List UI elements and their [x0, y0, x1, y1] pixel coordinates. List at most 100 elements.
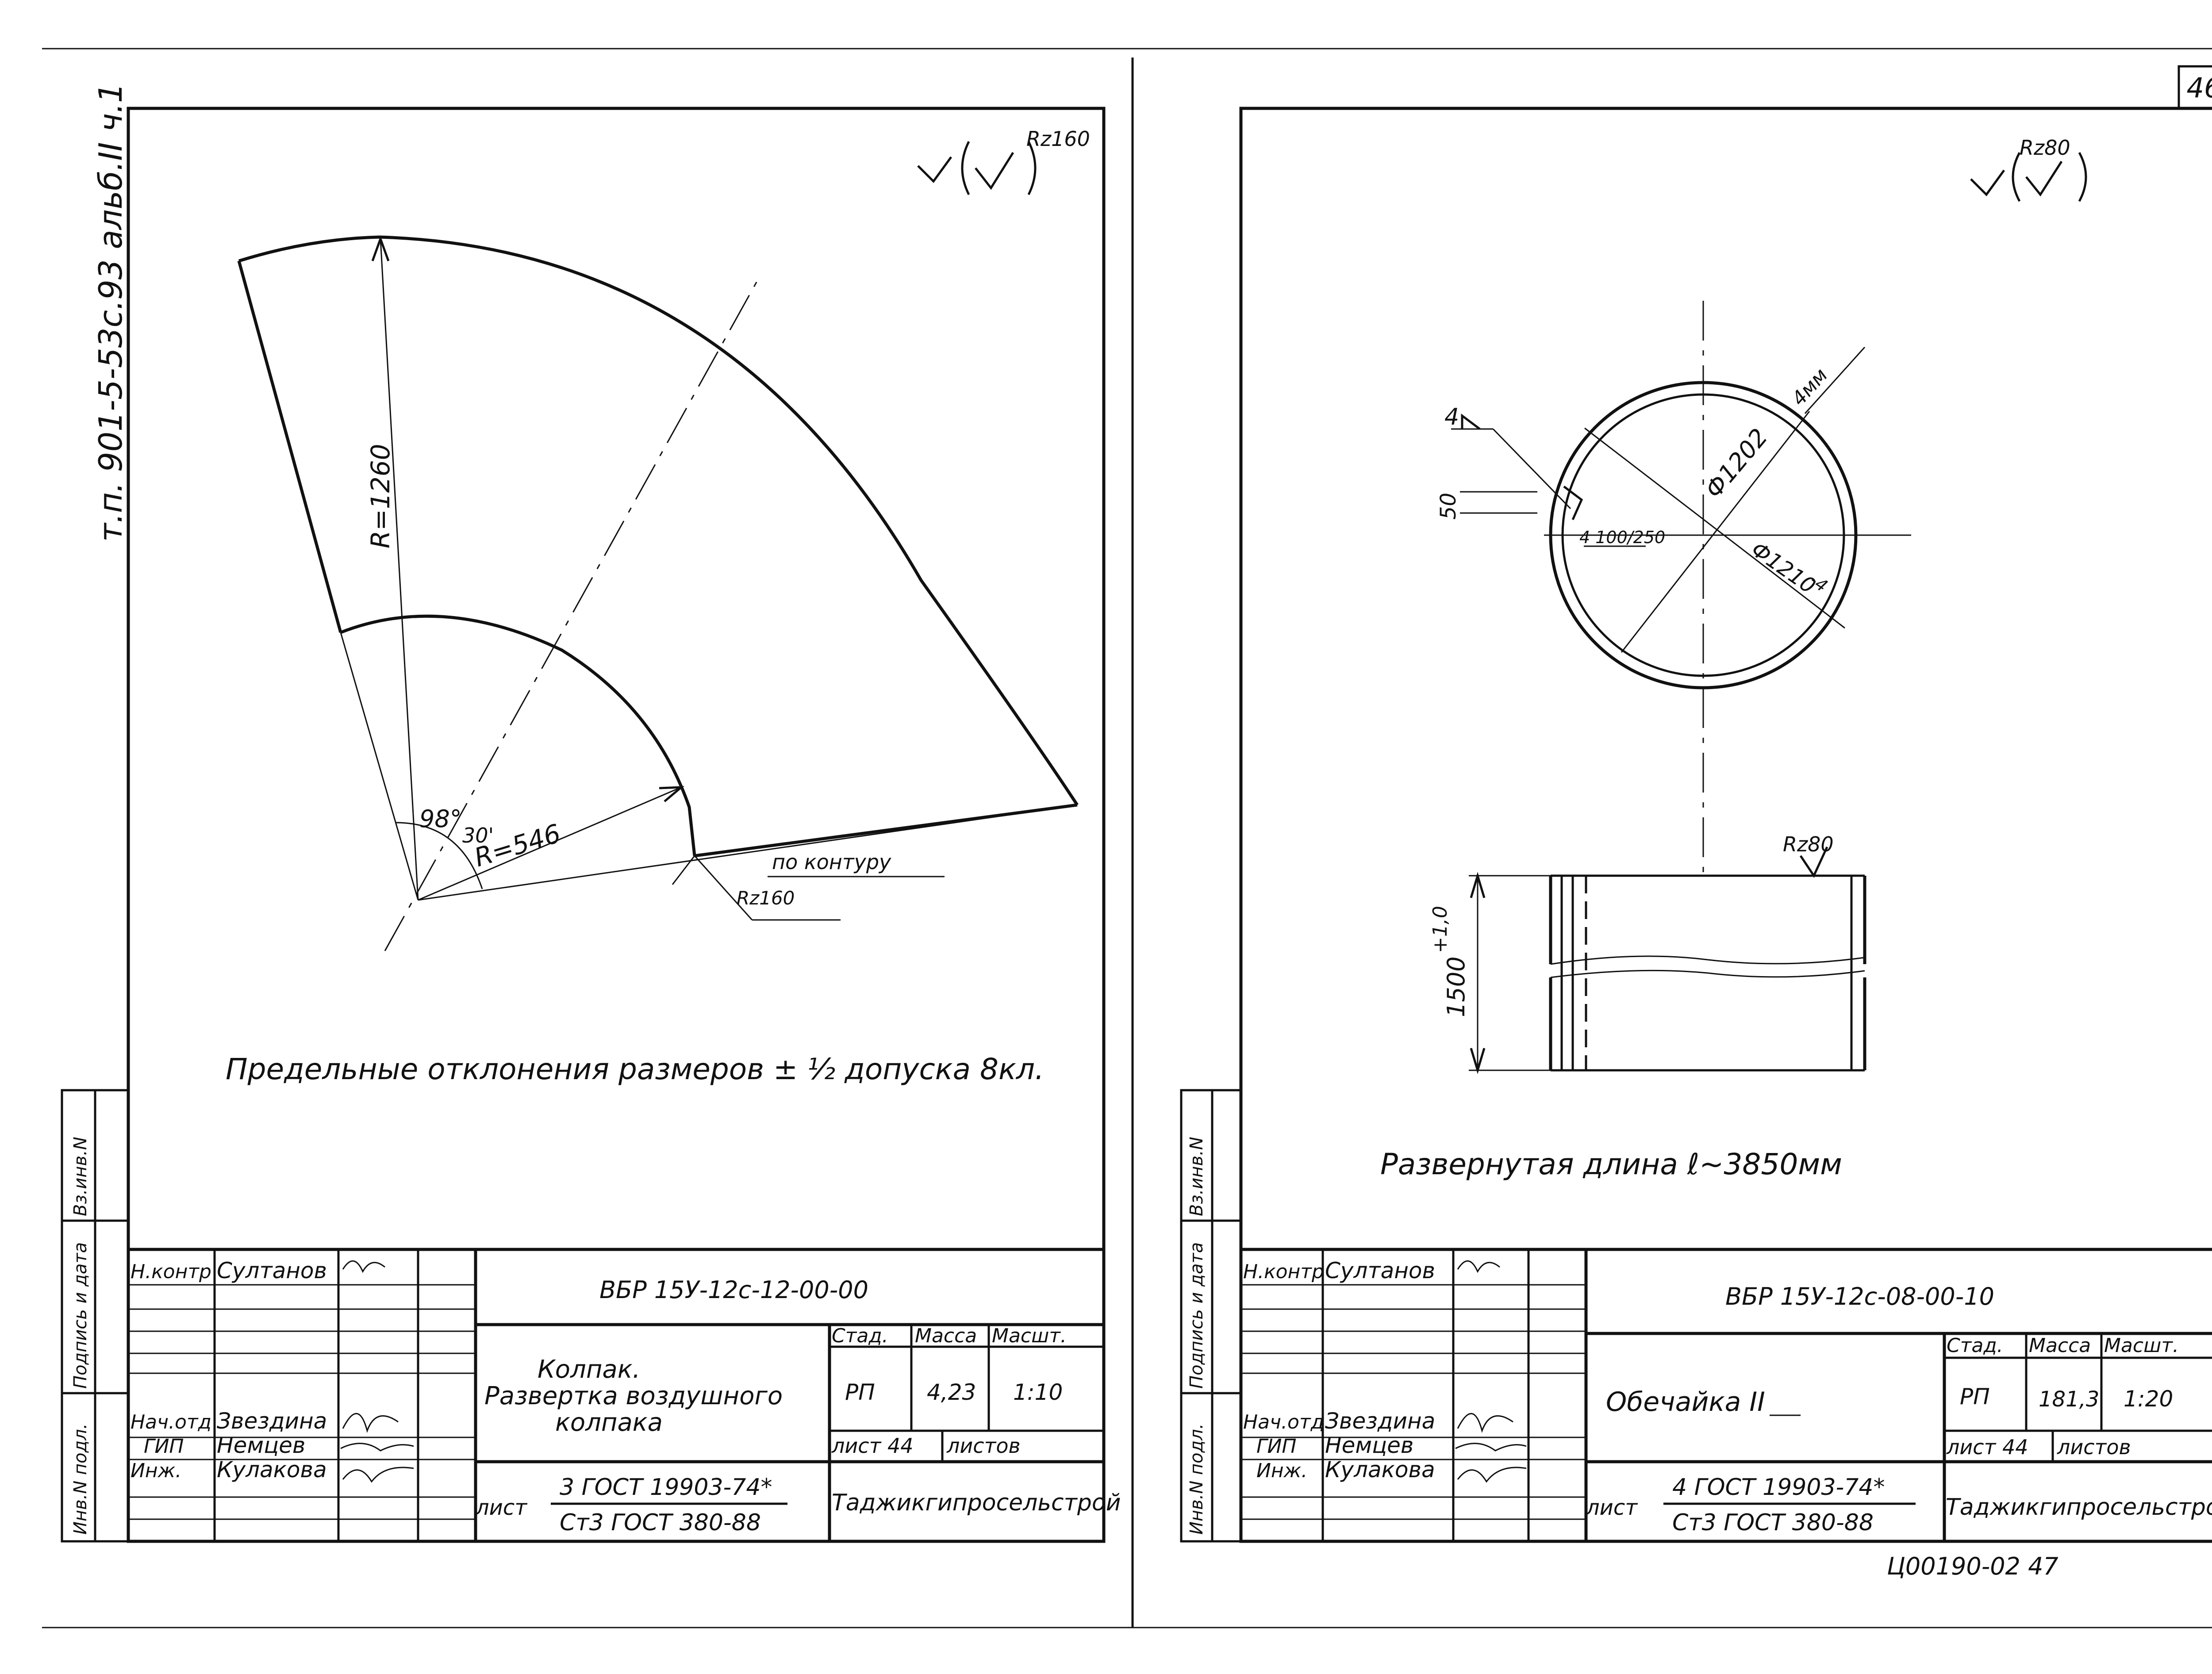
side-roughness: Rz80: [1783, 832, 1834, 856]
r-signature-0: [1457, 1260, 1500, 1273]
left-organization: Таджикгипросельстрой: [832, 1490, 1121, 1516]
side-label-vz: Вз.инв.N: [70, 1137, 91, 1216]
right-sheet-label: лист 44: [1946, 1435, 2028, 1459]
radius-1260-line: [380, 238, 419, 900]
angle-arc: [396, 822, 483, 889]
left-side-stamp: Инв.N подл. Подпись и дата Вз.инв.N: [61, 1089, 130, 1543]
right-role-1: Нач.отд: [1243, 1411, 1324, 1433]
page-number: 46: [2187, 72, 2212, 104]
edge-roughness: Rz160: [737, 887, 795, 909]
dim-inner-diameter: Ф1202: [1700, 423, 1773, 503]
left-scale: 1:10: [1013, 1379, 1063, 1405]
left-role-2: ГИП: [144, 1435, 184, 1458]
left-mass-header: Масса: [915, 1325, 977, 1347]
dim-thickness: 4мм: [1787, 364, 1832, 410]
r-side-label-inv: Инв.N подл.: [1187, 1423, 1207, 1535]
left-role-1: Нач.отд: [131, 1411, 211, 1433]
right-side-stamp: Инв.N подл. Подпись и дата Вз.инв.N: [1180, 1089, 1242, 1543]
edge-note: по контуру: [772, 850, 891, 874]
break-line-top: [1550, 955, 1865, 965]
signature-2: [340, 1443, 414, 1452]
axis-line: [384, 274, 762, 951]
diameter-line-1: [1584, 427, 1845, 629]
left-name-line3: колпака: [555, 1408, 663, 1437]
left-note: Предельные отклонения размеров ± ½ допус…: [226, 1052, 1044, 1086]
left-sheet-label: лист 44: [831, 1434, 914, 1458]
right-roughness-mark: Rz80: [1970, 136, 2087, 202]
weld-symbol: 4: [1444, 404, 1459, 430]
right-note: Развернутая длина ℓ~3850мм: [1380, 1147, 1842, 1181]
right-role-2: ГИП: [1256, 1435, 1297, 1458]
left-scale-header: Масшт.: [992, 1325, 1067, 1347]
left-sheets-label: листов: [946, 1434, 1021, 1458]
left-stage: РП: [845, 1379, 875, 1405]
inner-arc: [340, 614, 696, 856]
right-scale-header: Масшт.: [2104, 1334, 2179, 1357]
left-title-block: ВБР 15У-12с-12-00-00 Колпак. Развертка в…: [128, 1248, 1121, 1541]
left-material-line1: 3 ГОСТ 19903-74*: [560, 1474, 772, 1501]
dim-outer-diameter: Ф1210: [1747, 537, 1820, 599]
r-signature-2: [1455, 1443, 1527, 1452]
right-role-0: Н.контр: [1243, 1260, 1324, 1283]
left-name-0: Султанов: [217, 1258, 327, 1283]
right-edge: [694, 803, 1078, 858]
right-name-2: Немцев: [1325, 1433, 1413, 1458]
dim-gap: 50: [1436, 493, 1461, 520]
right-material-line2: Ст3 ГОСТ 380-88: [1672, 1509, 1874, 1536]
shell-side-view: [1469, 846, 1866, 1074]
r-signature-3: [1457, 1467, 1527, 1483]
r-signature-1: [1457, 1413, 1513, 1433]
right-material-prefix: лист: [1586, 1495, 1638, 1520]
right-material-line1: 4 ГОСТ 19903-74*: [1672, 1474, 1885, 1501]
left-doc-code: ВБР 15У-12с-12-00-00: [599, 1276, 868, 1304]
dim-angle: 98°: [419, 805, 462, 833]
left-mass: 4,23: [927, 1379, 976, 1405]
right-frame: [1239, 107, 2212, 1543]
dim-height-tolerance: +1,0: [1429, 906, 1452, 953]
left-material-line2: Ст3 ГОСТ 380-88: [560, 1509, 761, 1536]
right-name-1: Звездина: [1325, 1408, 1435, 1434]
right-sheets-label: листов: [2057, 1435, 2131, 1459]
radius-546-line: [418, 786, 682, 901]
r-side-label-vz: Вз.инв.N: [1187, 1137, 1207, 1216]
vertical-note: т.п. 901-5-53с.93 альб.II ч.1: [92, 83, 129, 542]
left-sheet: Инв.N подл. Подпись и дата Вз.инв.N Rz16…: [61, 107, 1121, 1543]
dim-outer-radius: R=1260: [365, 444, 396, 548]
right-name-0: Султанов: [1325, 1258, 1435, 1283]
r-side-label-sign: Подпись и дата: [1187, 1242, 1207, 1389]
break-line-bottom: [1550, 969, 1865, 978]
right-sheet: Инв.N подл. Подпись и дата Вз.инв.N Rz80: [1180, 107, 2212, 1580]
left-roughness-mark: Rz160: [917, 127, 1090, 195]
thickness-leader: [1804, 346, 1866, 414]
left-role-0: Н.контр: [131, 1260, 211, 1283]
signature-1: [342, 1413, 399, 1433]
side-label-inv: Инв.N подл.: [70, 1423, 91, 1535]
right-stage-header: Стад.: [1947, 1334, 2003, 1357]
left-name-2: Немцев: [217, 1433, 305, 1458]
dim-angle-minutes: 30': [462, 824, 494, 847]
right-stage: РП: [1960, 1384, 1990, 1410]
right-organization: Таджикгипросельстрой: [1946, 1494, 2212, 1521]
right-scale: 1:20: [2124, 1386, 2173, 1412]
left-material-prefix: лист: [475, 1495, 528, 1520]
right-doc-code: ВБР 15У-12с-08-00-10: [1725, 1283, 1994, 1310]
dim-height: 1500: [1442, 957, 1470, 1017]
left-frame: [127, 107, 1106, 1543]
side-label-sign: Подпись и дата: [70, 1242, 91, 1389]
diameter-line-2: [1621, 411, 1810, 653]
bottom-code: Ц00190-02 47: [1887, 1552, 2058, 1580]
right-name-line1: Обечайка II: [1606, 1387, 1765, 1417]
cone-development: [237, 235, 1079, 951]
left-name-line2: Развертка воздушного: [484, 1382, 783, 1410]
right-mass: 181,3: [2039, 1387, 2099, 1412]
outer-arc: [238, 235, 1079, 806]
signature-0: [342, 1260, 385, 1273]
left-stage-header: Стад.: [832, 1325, 888, 1347]
left-role-3: Инж.: [131, 1459, 181, 1482]
right-title-block: ВБР 15У-12с-08-00-10 Обечайка II лист 4 …: [1241, 1248, 2212, 1541]
left-name-line1: Колпак.: [538, 1355, 640, 1384]
left-edge: [237, 260, 342, 633]
right-roughness-value: Rz80: [2020, 136, 2070, 160]
right-role-3: Инж.: [1256, 1459, 1307, 1482]
